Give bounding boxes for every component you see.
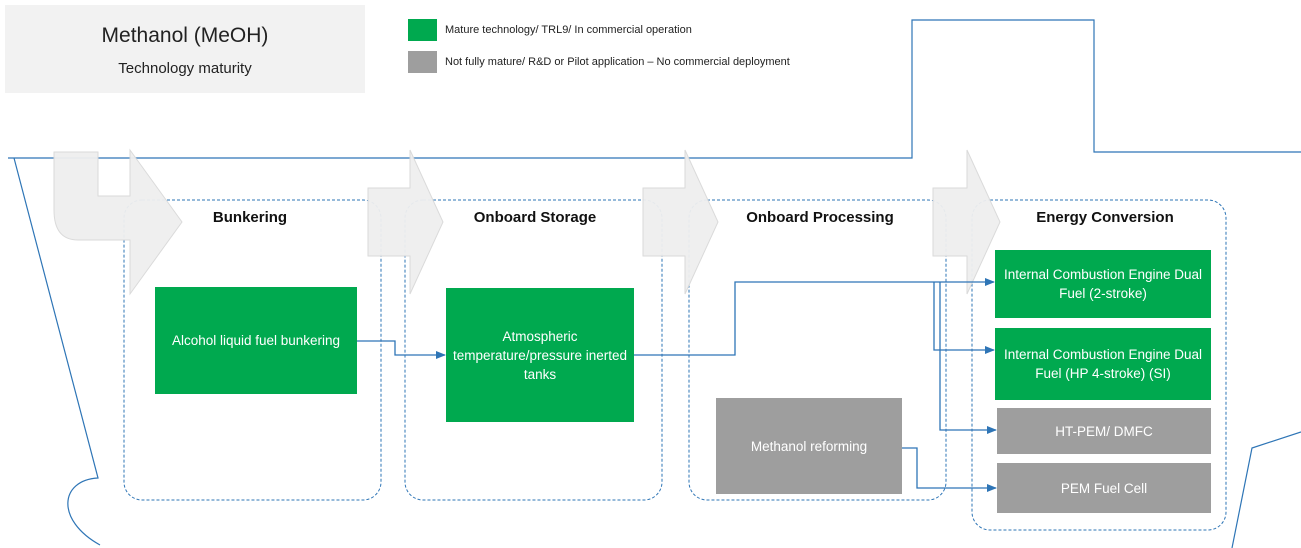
stage-title-bunkering: Bunkering — [212, 209, 288, 226]
box-reforming: Methanol reforming — [716, 398, 902, 494]
box-ice-4-stroke: Internal Combustion Engine Dual Fuel (HP… — [995, 328, 1211, 400]
connector-to-htpem — [939, 282, 997, 434]
stage-title-processing: Onboard Processing — [746, 209, 894, 226]
connector-reforming-pem — [902, 447, 997, 492]
connector-bunkering-storage — [357, 340, 446, 359]
legend-swatch-mature — [408, 19, 437, 41]
legend-label-mature: Mature technology/ TRL9/ In commercial o… — [445, 24, 692, 36]
ship-hull-right — [1231, 431, 1301, 548]
ship-hull-left — [13, 157, 101, 546]
stage-container-conversion — [971, 199, 1227, 531]
box-ice-2-stroke: Internal Combustion Engine Dual Fuel (2-… — [995, 250, 1211, 318]
legend-swatch-immature — [408, 51, 437, 73]
box-storage: Atmospheric temperature/pressure inerted… — [446, 288, 634, 422]
stage-title-storage: Onboard Storage — [473, 209, 597, 226]
connector-to-ice4 — [933, 282, 995, 354]
title-panel: Methanol (MeOH) Technology maturity — [5, 5, 365, 93]
stage-container-storage — [404, 199, 663, 501]
box-pem-fuel-cell: PEM Fuel Cell — [997, 463, 1211, 513]
flow-arrow-icon — [932, 149, 1001, 295]
stage-title-conversion: Energy Conversion — [1036, 209, 1174, 226]
box-ht-pem: HT-PEM/ DMFC — [997, 408, 1211, 454]
page-title: Methanol (MeOH) — [101, 24, 269, 47]
box-bunkering: Alcohol liquid fuel bunkering — [155, 287, 357, 394]
flow-arrow-icon — [642, 149, 719, 295]
page-subtitle: Technology maturity — [118, 60, 252, 77]
connector-storage-conversion — [634, 278, 995, 356]
flow-arrow-icon — [367, 149, 444, 295]
ship-outline — [8, 19, 1301, 159]
bunkering-bent-arrow-icon — [53, 148, 183, 296]
legend-label-immature: Not fully mature/ R&D or Pilot applicati… — [445, 56, 790, 68]
stage-container-bunkering — [123, 199, 382, 501]
